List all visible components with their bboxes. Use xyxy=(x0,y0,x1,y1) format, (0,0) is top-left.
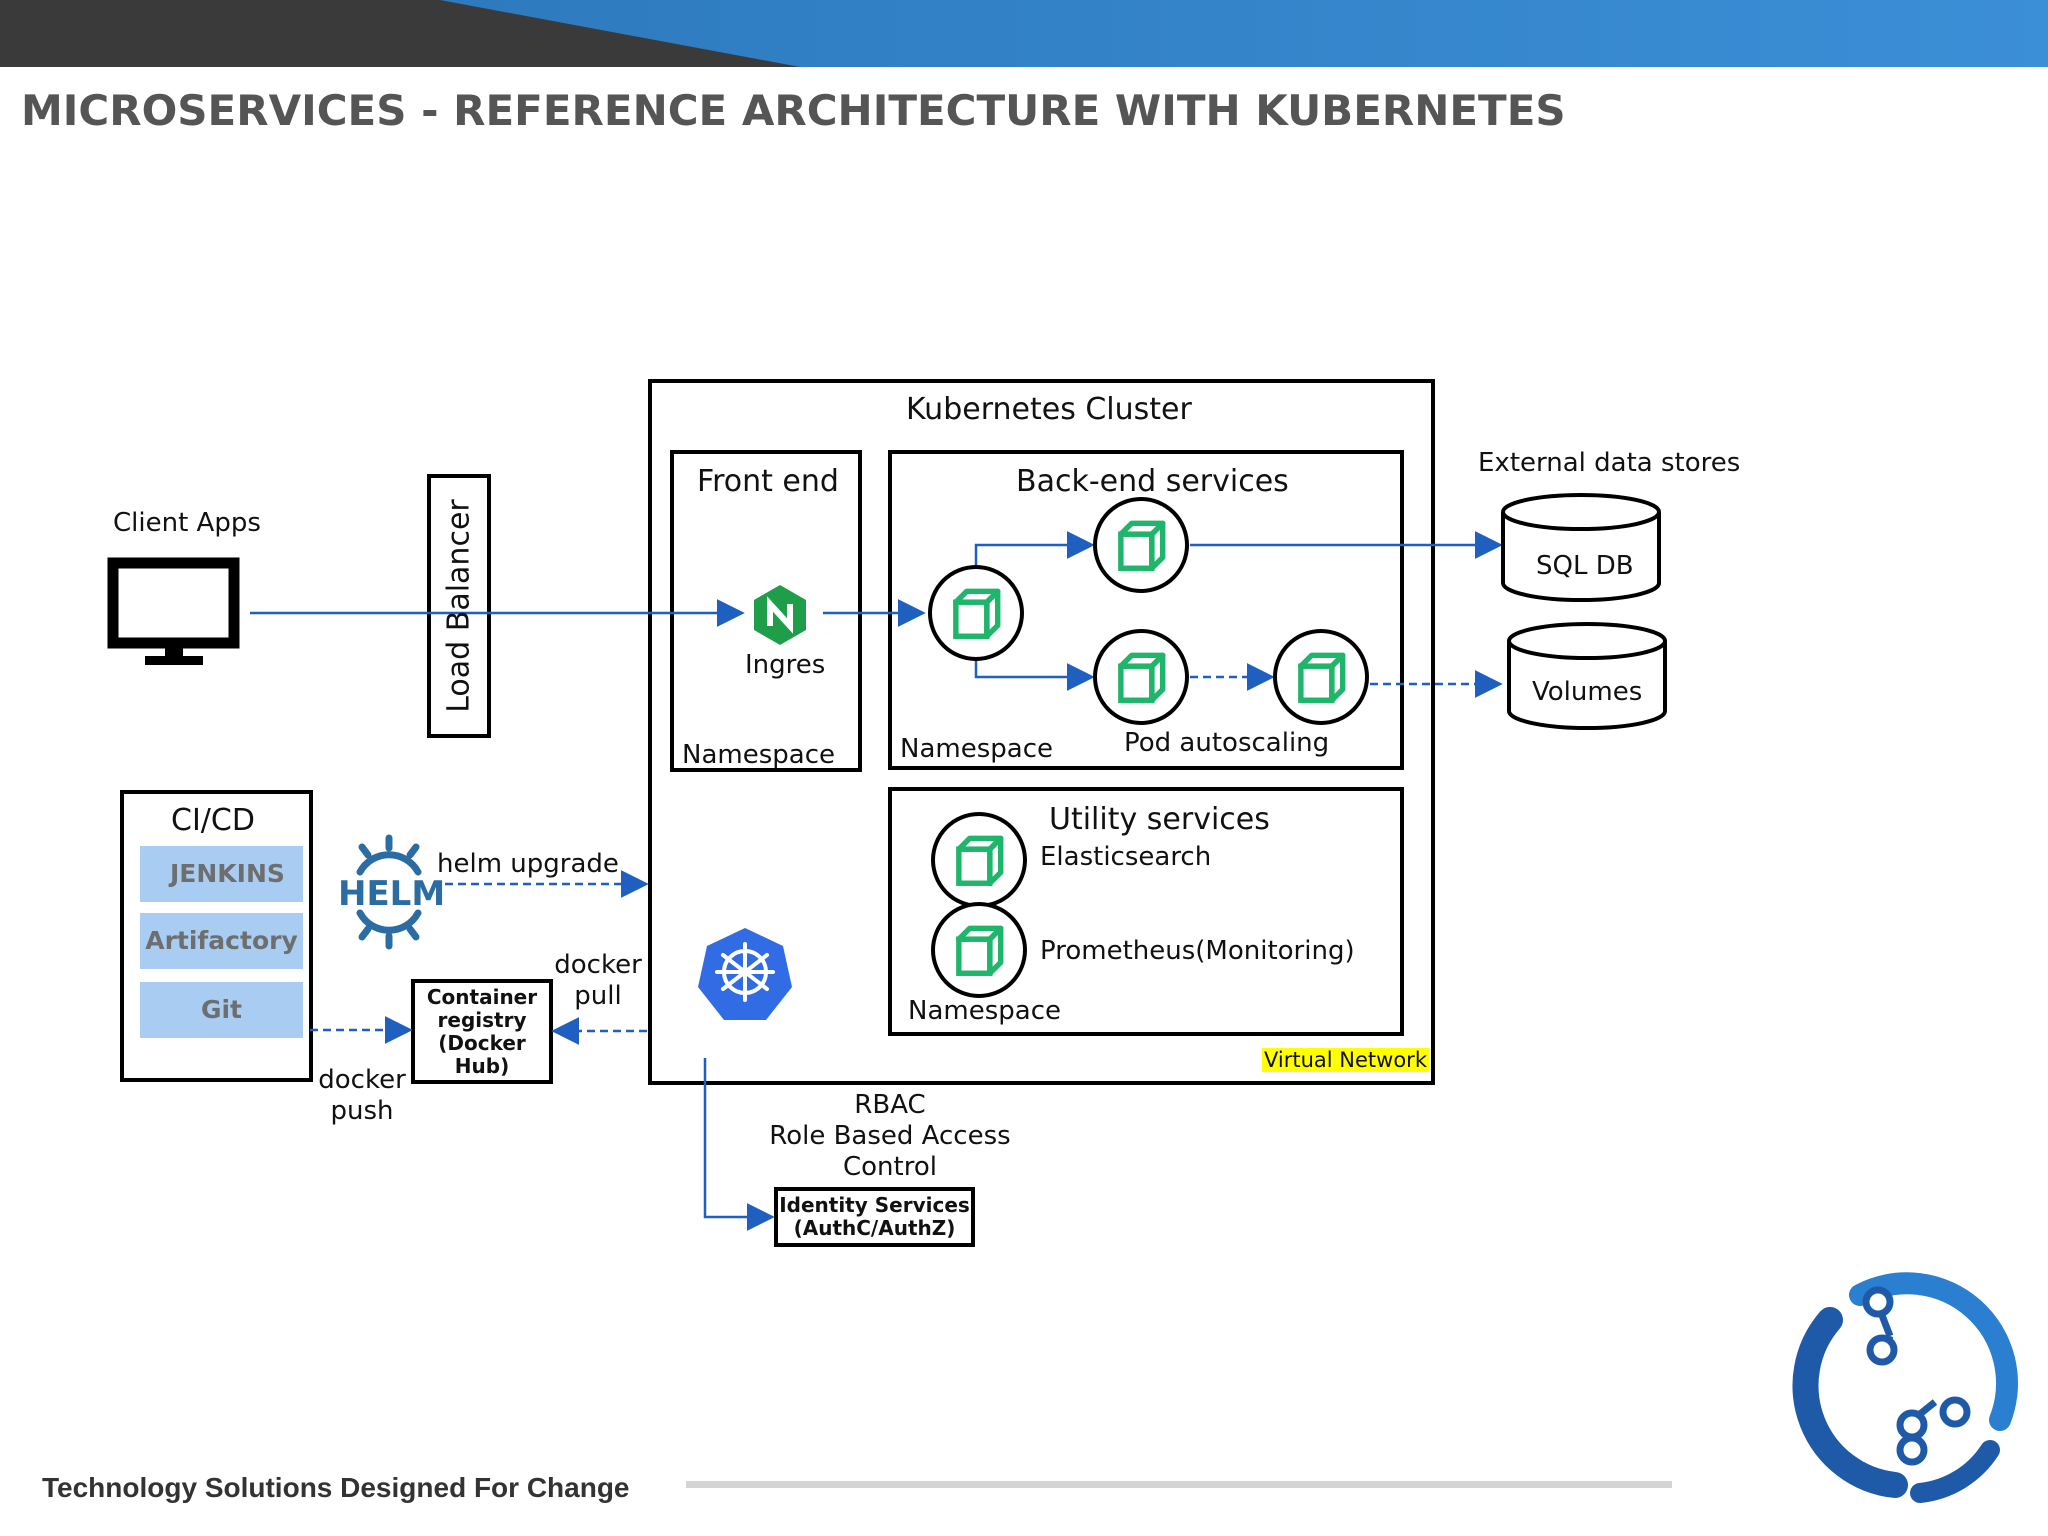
pod-autoscaling-label: Pod autoscaling xyxy=(1124,728,1330,758)
helm-logo-text: HELM xyxy=(338,874,446,914)
backend-pod-top xyxy=(1093,497,1189,593)
rbac-label: RBAC Role Based Access Control xyxy=(769,1090,1011,1182)
cluster-label: Kubernetes Cluster xyxy=(906,392,1192,427)
external-stores-title: External data stores xyxy=(1478,448,1741,478)
prometheus-label: Prometheus(Monitoring) xyxy=(1040,936,1355,966)
artifactory-tool: Artifactory xyxy=(140,913,303,969)
footer-divider xyxy=(686,1481,1672,1488)
container-registry-label: Container registry (Docker Hub) xyxy=(426,985,538,1078)
page-title: MICROSERVICES - REFERENCE ARCHITECTURE W… xyxy=(21,86,1566,135)
kubernetes-cluster-box xyxy=(648,379,1435,1085)
kubernetes-icon xyxy=(698,928,792,1020)
ingress-label: Ingres xyxy=(745,650,826,680)
backend-pod-autoscaled xyxy=(1273,629,1369,725)
client-apps-label: Client Apps xyxy=(113,508,261,538)
cicd-box xyxy=(120,790,313,1082)
jenkins-tool: JENKINS xyxy=(140,846,303,902)
frontend-namespace-box xyxy=(670,450,862,772)
volumes-cylinder xyxy=(1507,622,1667,730)
backend-namespace-label: Namespace xyxy=(900,734,1053,764)
prometheus-pod xyxy=(931,902,1027,998)
monitor-icon xyxy=(107,557,240,665)
backend-to-top-pod-arrow xyxy=(974,531,1095,573)
utility-title: Utility services xyxy=(1049,802,1270,837)
frontend-namespace-label: Namespace xyxy=(682,740,835,770)
virtual-network-label: Virtual Network xyxy=(1262,1048,1429,1072)
elasticsearch-label: Elasticsearch xyxy=(1040,842,1212,872)
backend-title: Back-end services xyxy=(1016,464,1289,499)
frontend-title: Front end xyxy=(697,464,839,499)
rbac-arrow xyxy=(703,1058,775,1231)
utility-namespace-label: Namespace xyxy=(908,996,1061,1026)
git-tool: Git xyxy=(140,982,303,1038)
load-balancer-box xyxy=(427,474,491,738)
footer-tagline: Technology Solutions Designed For Change xyxy=(42,1472,630,1503)
backend-namespace-box xyxy=(888,450,1404,770)
elasticsearch-pod xyxy=(931,812,1027,908)
identity-services-label: Identity Services (AuthC/AuthZ) xyxy=(779,1193,970,1240)
backend-to-lower-pod-arrow xyxy=(974,656,1095,691)
helm-upgrade-label: helm upgrade xyxy=(437,849,619,879)
backend-pod-lower xyxy=(1093,629,1189,725)
sql-db-label: SQL DB xyxy=(1536,551,1634,581)
nginx-icon xyxy=(754,585,806,645)
identity-services-box xyxy=(774,1187,975,1247)
company-logo xyxy=(1792,1272,2018,1503)
cicd-title: CI/CD xyxy=(171,803,255,838)
volumes-label: Volumes xyxy=(1532,677,1643,707)
helm-icon xyxy=(356,834,422,950)
utility-namespace-box xyxy=(888,787,1404,1036)
header-bar xyxy=(0,0,2048,67)
sql-db-cylinder xyxy=(1501,493,1661,602)
docker-pull-label: docker pull xyxy=(554,950,642,1011)
backend-entry-pod xyxy=(928,565,1024,661)
nginx-letter: N xyxy=(780,605,781,606)
docker-push-label: docker push xyxy=(318,1065,406,1126)
load-balancer-label: Load Balancer xyxy=(441,499,477,713)
container-registry-box xyxy=(411,979,553,1084)
